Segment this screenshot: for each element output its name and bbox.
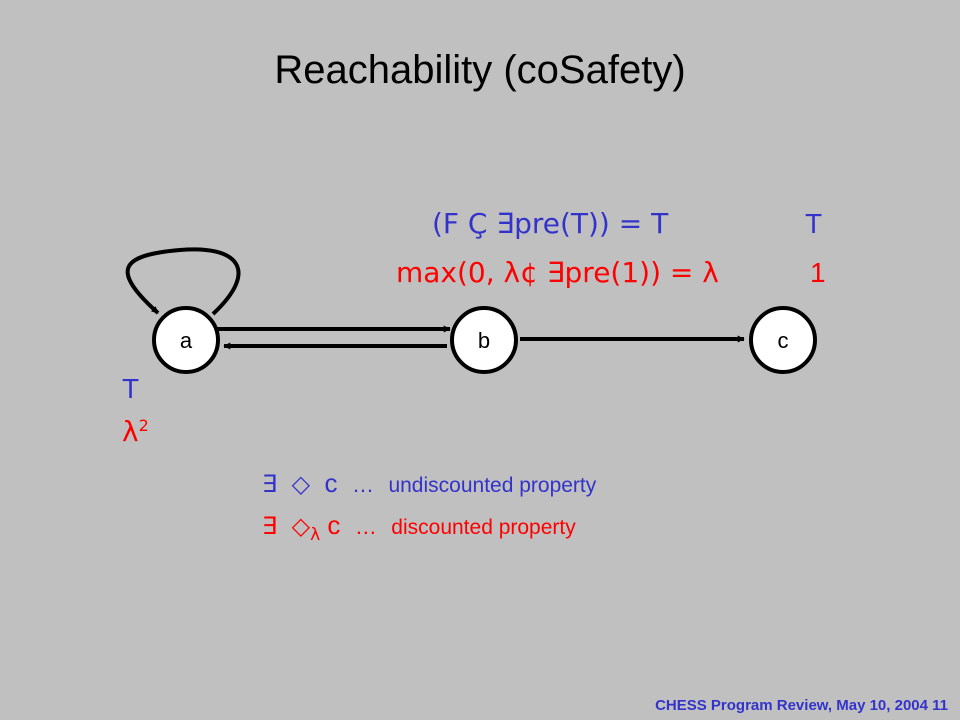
node-a xyxy=(152,306,220,374)
value-c-top: T xyxy=(805,208,823,239)
ellipsis: … xyxy=(352,472,374,497)
formula-bottom: max(0, λ¢ ∃pre(1)) = λ xyxy=(396,259,719,287)
property-description: discounted property xyxy=(391,516,576,539)
property-target: c xyxy=(327,510,341,540)
exists-symbol: ∃ xyxy=(262,512,278,540)
eventually-diamond-icon: ◇ xyxy=(291,512,311,540)
property-target: c xyxy=(324,468,338,498)
node-a-label: a xyxy=(180,328,193,353)
footer: CHESS Program Review, May 10, 2004 11 xyxy=(655,697,948,714)
formula-top: (F Ç ∃pre(T)) = T xyxy=(432,207,669,240)
formula-bottom-lambda: λ xyxy=(702,256,719,289)
node-b xyxy=(450,306,518,374)
value-a-top: T xyxy=(122,373,140,404)
property-description: undiscounted property xyxy=(388,474,597,497)
edge-a-a xyxy=(125,247,241,316)
eventually-diamond-icon: ◇ xyxy=(291,470,311,498)
value-a-bottom-base: λ xyxy=(122,415,139,448)
value-a-bottom-exponent: 2 xyxy=(138,416,149,435)
node-c xyxy=(749,306,817,374)
value-c-bottom: 1 xyxy=(810,257,826,288)
ellipsis: … xyxy=(354,514,377,539)
property-undiscounted: ∃ ◇ c … undiscounted property xyxy=(262,470,596,496)
node-b-label: b xyxy=(478,328,490,353)
node-c-label: c xyxy=(778,328,789,353)
property-discounted: ∃ ◇λ c … discounted property xyxy=(262,512,576,544)
formula-bottom-text: max(0, λ¢ ∃pre(1)) = xyxy=(396,256,694,289)
value-a-bottom: λ2 xyxy=(122,418,149,446)
exists-symbol: ∃ xyxy=(262,470,278,498)
slide-title: Reachability (coSafety) xyxy=(274,48,686,92)
discount-subscript: λ xyxy=(310,525,321,545)
